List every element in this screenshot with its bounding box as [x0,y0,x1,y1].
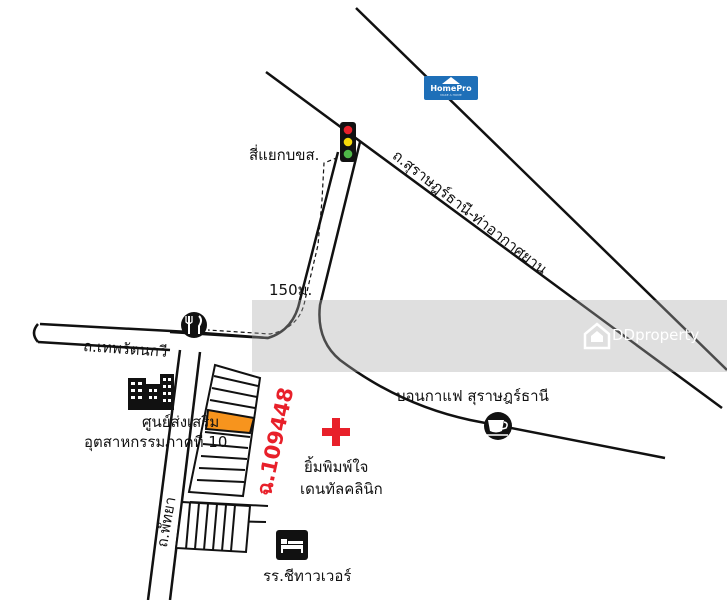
watermark-band [252,300,727,372]
shophouse-block-south [174,500,252,554]
watermark-text: DDproperty [612,326,700,344]
medical-cross-icon [322,418,350,446]
bed-icon [276,530,308,560]
fork-knife-icon [181,312,207,338]
intersection-label: สี่แยกบขส. [249,146,320,164]
distance-label: 150ม. [269,281,313,299]
traffic-light-icon [340,122,356,162]
parcel-highlight [204,408,256,435]
ddproperty-logo-icon [583,322,611,350]
homepro-logo-tagline: MAKE A HOME [440,93,462,97]
coffee-cup-icon [484,412,512,440]
hotel-label: รร.ชีทาวเวอร์ [263,567,352,585]
homepro-logo-text: HomePro [430,84,472,93]
clinic-label-line2: เดนทัลคลินิก [300,480,383,498]
homepro-logo: HomePro MAKE A HOME [424,76,478,100]
office-building-icon [128,374,174,410]
cafe-label: บอนกาแฟ สุราษฎร์ธานี [396,387,549,405]
dashed-route [207,154,345,335]
road-arterial [169,141,666,460]
clinic-label-line1: ยิ้มพิมพ์ใจ [304,458,369,476]
promotion-center-label-line2: อุตสาหกรรมภาคที่ 10 [84,433,228,451]
homepro-roof-icon [442,77,460,84]
road-phatthaya [146,349,202,600]
road-theppharat [32,322,269,352]
promotion-center-label-line1: ศูนย์ส่งเสริม [142,413,220,431]
